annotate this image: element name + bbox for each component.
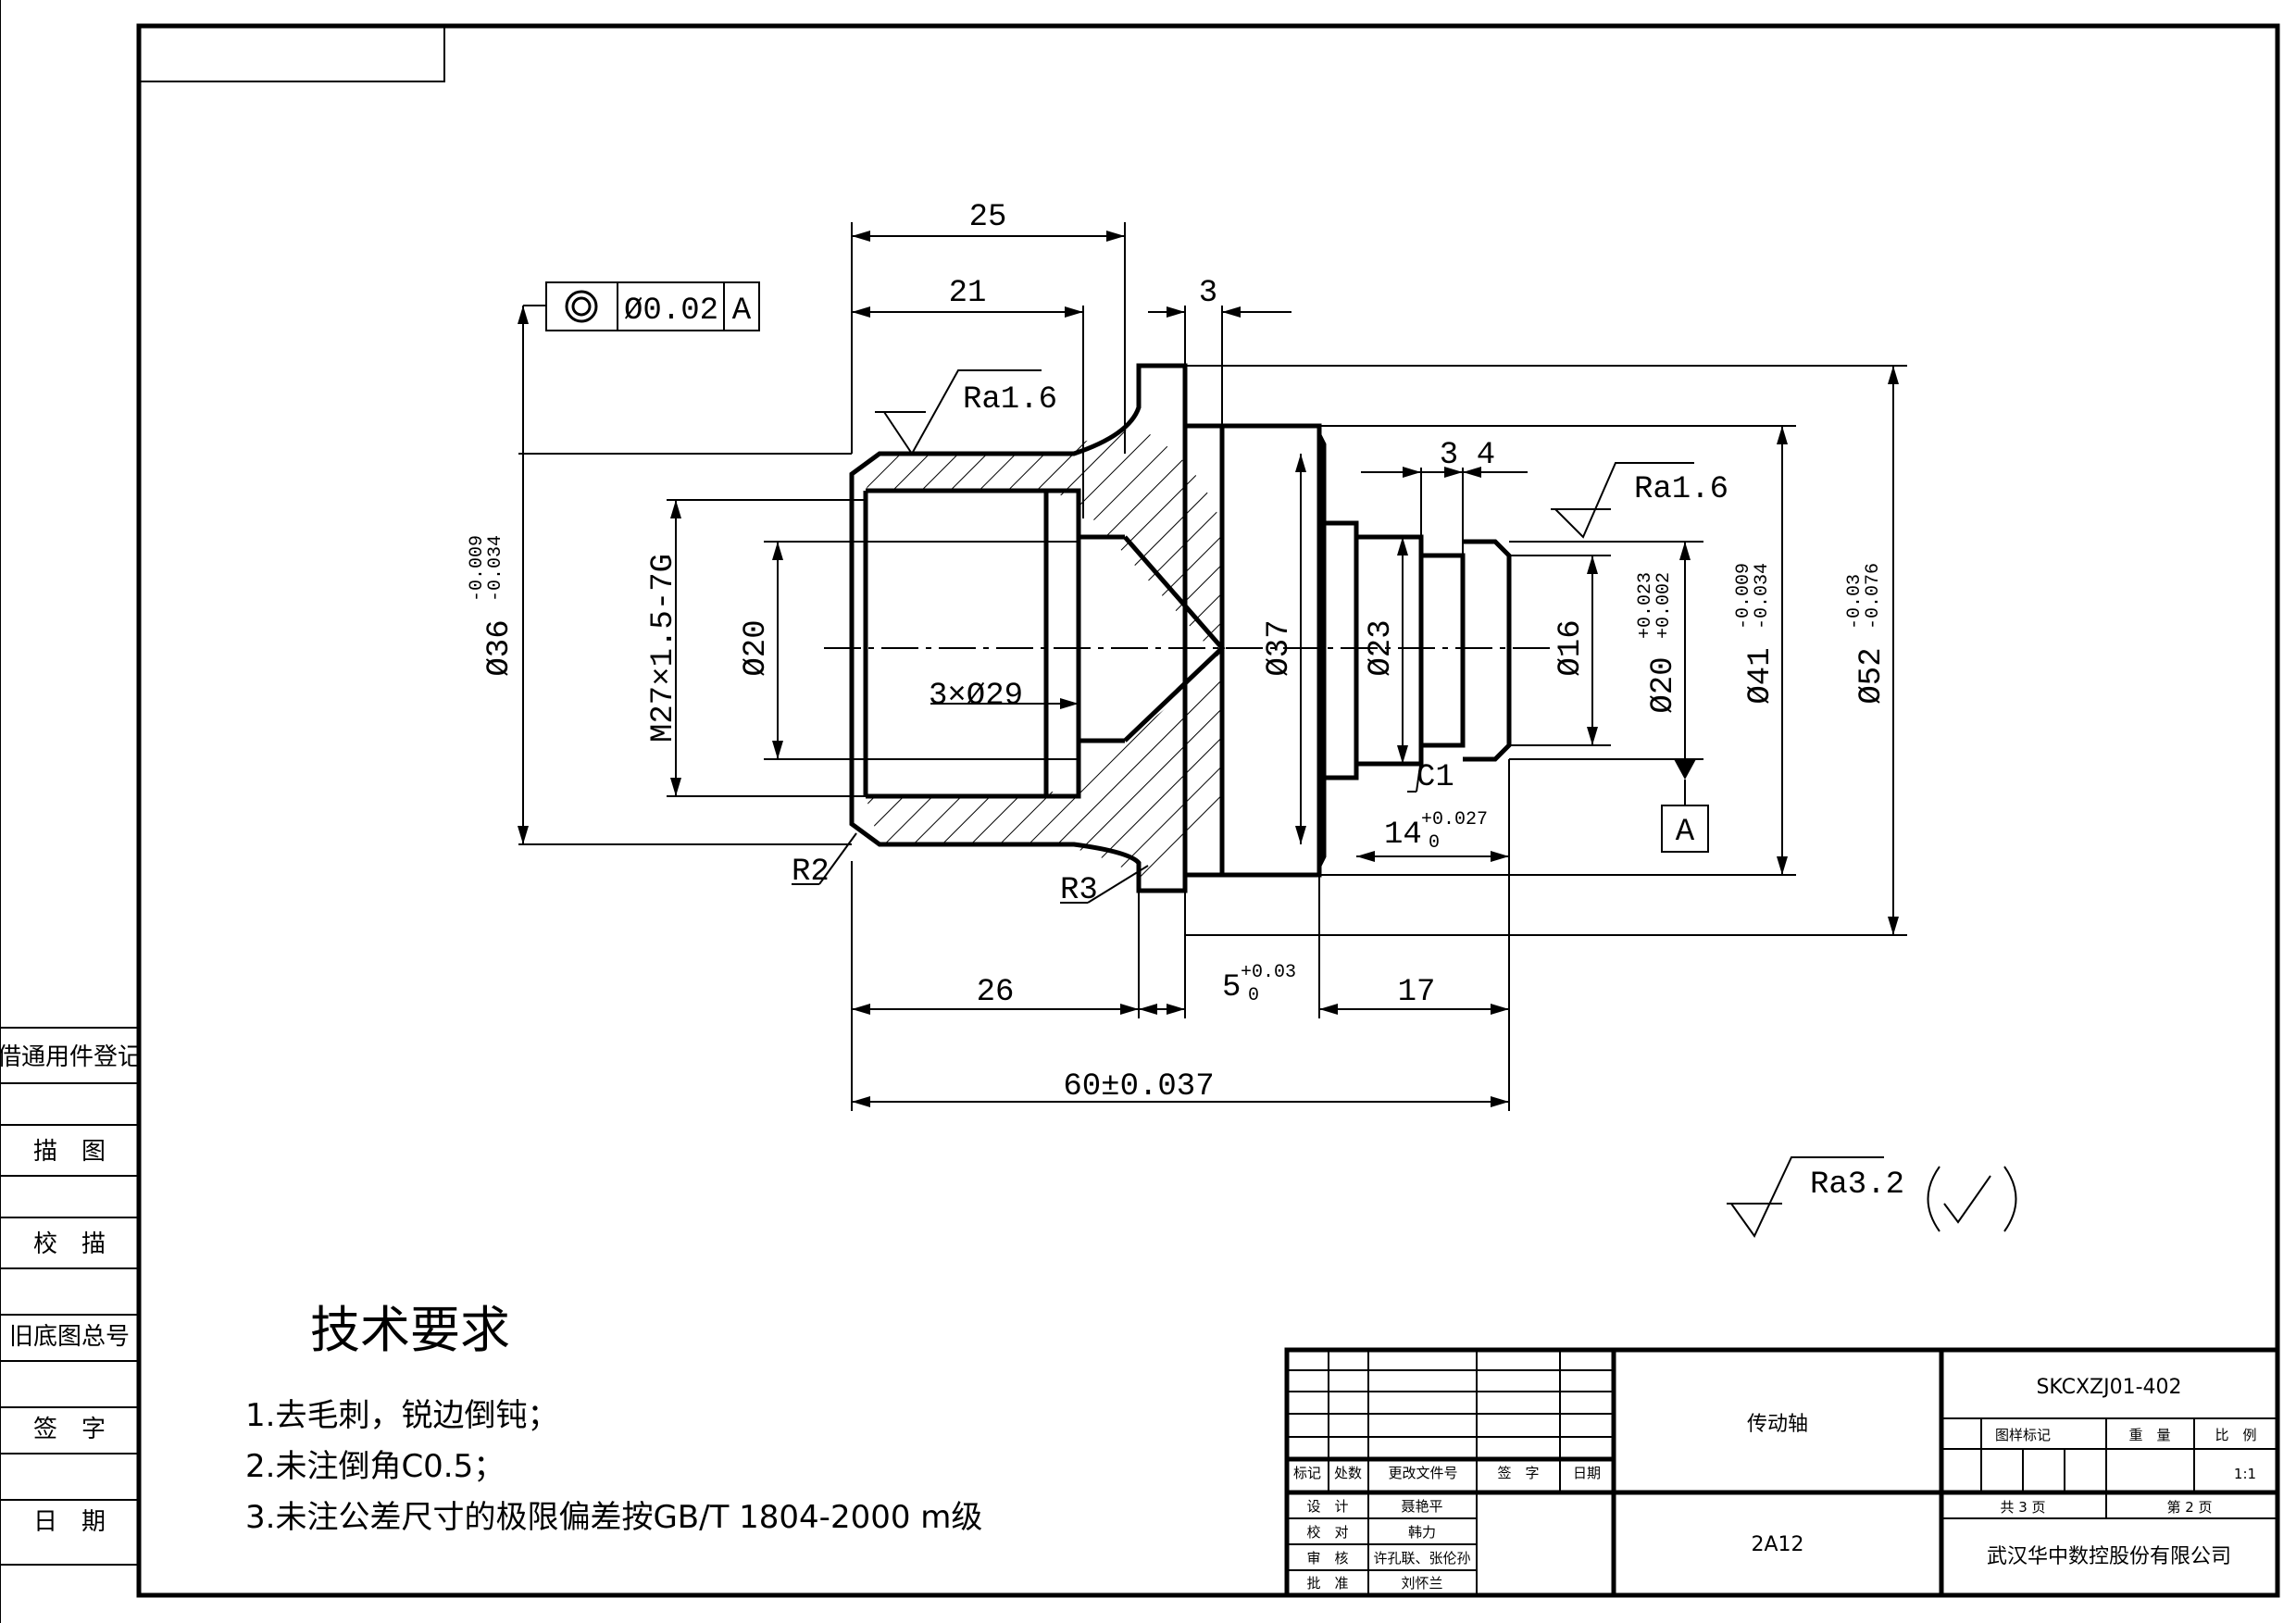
side-label-3: 校 描	[33, 1230, 106, 1258]
drawing-border	[136, 23, 2280, 1598]
scale-value: 1:1	[2234, 1466, 2256, 1482]
dim-5-lower: 0	[1248, 985, 1259, 1006]
tb-col-scale: 比 例	[2215, 1427, 2256, 1443]
dimension-lines	[518, 222, 1907, 1111]
tb-header-count: 处数	[1334, 1465, 1362, 1481]
dim-phi52-upper: -0.03	[1844, 574, 1866, 630]
material: 2A12	[1751, 1533, 1803, 1556]
part-name: 传动轴	[1747, 1413, 1808, 1436]
dim-14-lower: 0	[1429, 832, 1440, 854]
dim-4: 4	[1477, 438, 1495, 473]
dim-phi20b: Ø20	[1646, 656, 1681, 713]
tb-header-sign: 签 字	[1497, 1465, 1539, 1481]
total-pages: 共 3 页	[2000, 1499, 2045, 1516]
title-block: 标记 处数 更改文件号 签 字 日期 设 计 聂艳平 校 对 韩力 审 核 许孔…	[1284, 1347, 2280, 1598]
geo-tol-value: Ø0.02	[624, 293, 718, 329]
dim-phi36: Ø36	[482, 619, 518, 676]
dim-phi20: Ø20	[739, 619, 774, 676]
side-label-6: 日 期	[33, 1508, 106, 1536]
tb-col-weight: 重 量	[2128, 1427, 2170, 1443]
requirements-title: 技术要求	[310, 1301, 510, 1359]
roughness-left-label: Ra1.6	[963, 382, 1057, 418]
dim-phi20b-lower: +0.002	[1653, 572, 1675, 639]
dim-phi23: Ø23	[1364, 619, 1399, 676]
dim-21: 21	[949, 276, 987, 311]
company-name: 武汉华中数控股份有限公司	[1987, 1545, 2231, 1568]
dim-phi16: Ø16	[1554, 619, 1589, 676]
dim-3: 3	[1199, 276, 1217, 311]
side-label-4: 旧底图总号	[9, 1323, 130, 1351]
geo-tolerance-frame: Ø0.02 A	[545, 281, 760, 331]
datum-a: A	[1661, 542, 1709, 853]
dim-3b: 3	[1440, 438, 1458, 473]
dim-phi36-upper: -0.009	[467, 535, 488, 602]
page-number: 第 2 页	[2166, 1499, 2212, 1516]
tb-name-check: 韩力	[1408, 1524, 1436, 1541]
corner-box	[138, 25, 445, 82]
tb-name-design: 聂艳平	[1401, 1498, 1442, 1515]
dim-r2: R2	[792, 855, 830, 890]
dim-phi41-upper: -0.009	[1733, 563, 1754, 630]
tb-header-doc: 更改文件号	[1388, 1465, 1457, 1481]
dim-3x29: 3×Ø29	[929, 679, 1023, 714]
general-roughness-label: Ra3.2	[1810, 1167, 1904, 1203]
requirement-1: 1.去毛刺，锐边倒钝；	[245, 1397, 558, 1434]
tb-header-date: 日期	[1573, 1465, 1601, 1481]
tb-col-pattern: 图样标记	[1995, 1427, 2051, 1443]
dim-25: 25	[969, 200, 1007, 235]
dim-r3: R3	[1060, 873, 1098, 908]
dim-5: 5	[1222, 970, 1241, 1005]
dim-phi52-lower: -0.076	[1863, 563, 1884, 630]
dim-phi41: Ø41	[1743, 647, 1778, 704]
dim-phi52: Ø52	[1854, 647, 1890, 704]
dim-26: 26	[977, 975, 1015, 1010]
part-section	[824, 363, 1555, 893]
datum-a-label: A	[1676, 815, 1695, 850]
roughness-marks	[875, 369, 2017, 1238]
tb-header-mark: 标记	[1293, 1465, 1321, 1481]
concentricity-icon	[565, 290, 598, 323]
tb-role-design: 设 计	[1306, 1498, 1348, 1515]
dim-m27: M27×1.5-7G	[646, 554, 681, 743]
dim-c1: C1	[1416, 760, 1454, 795]
dim-17: 17	[1398, 975, 1436, 1010]
side-table: 借通用件登记 描 图 校 描 旧底图总号 签 字 日 期	[0, 1027, 142, 1566]
side-label-2: 描 图	[33, 1138, 106, 1166]
dim-14-upper: +0.027	[1421, 809, 1488, 830]
geo-tol-datum: A	[732, 293, 752, 329]
requirement-3: 3.未注公差尺寸的极限偏差按GB/T 1804-2000 m级	[245, 1499, 982, 1536]
side-label-1: 借通用件登记	[0, 1043, 142, 1071]
tb-name-review: 许孔联、张伦孙	[1373, 1550, 1470, 1567]
drawing-number: SKCXZJ01-402	[2036, 1376, 2181, 1399]
dim-phi37: Ø37	[1262, 619, 1297, 676]
tb-name-approve: 刘怀兰	[1401, 1575, 1442, 1592]
dim-60: 60±0.037	[1063, 1069, 1214, 1105]
tb-role-approve: 批 准	[1306, 1575, 1348, 1592]
requirement-2: 2.未注倒角C0.5；	[245, 1448, 505, 1485]
dim-phi20b-upper: +0.023	[1635, 572, 1656, 639]
dim-14: 14	[1384, 818, 1422, 853]
side-label-5: 签 字	[33, 1416, 106, 1443]
dim-5-upper: +0.03	[1241, 962, 1296, 983]
tb-role-review: 审 核	[1306, 1550, 1348, 1567]
tb-role-check: 校 对	[1306, 1524, 1348, 1541]
dim-phi36-lower: -0.034	[485, 535, 506, 602]
roughness-right-label: Ra1.6	[1634, 472, 1728, 507]
dim-phi41-lower: -0.034	[1752, 563, 1773, 630]
